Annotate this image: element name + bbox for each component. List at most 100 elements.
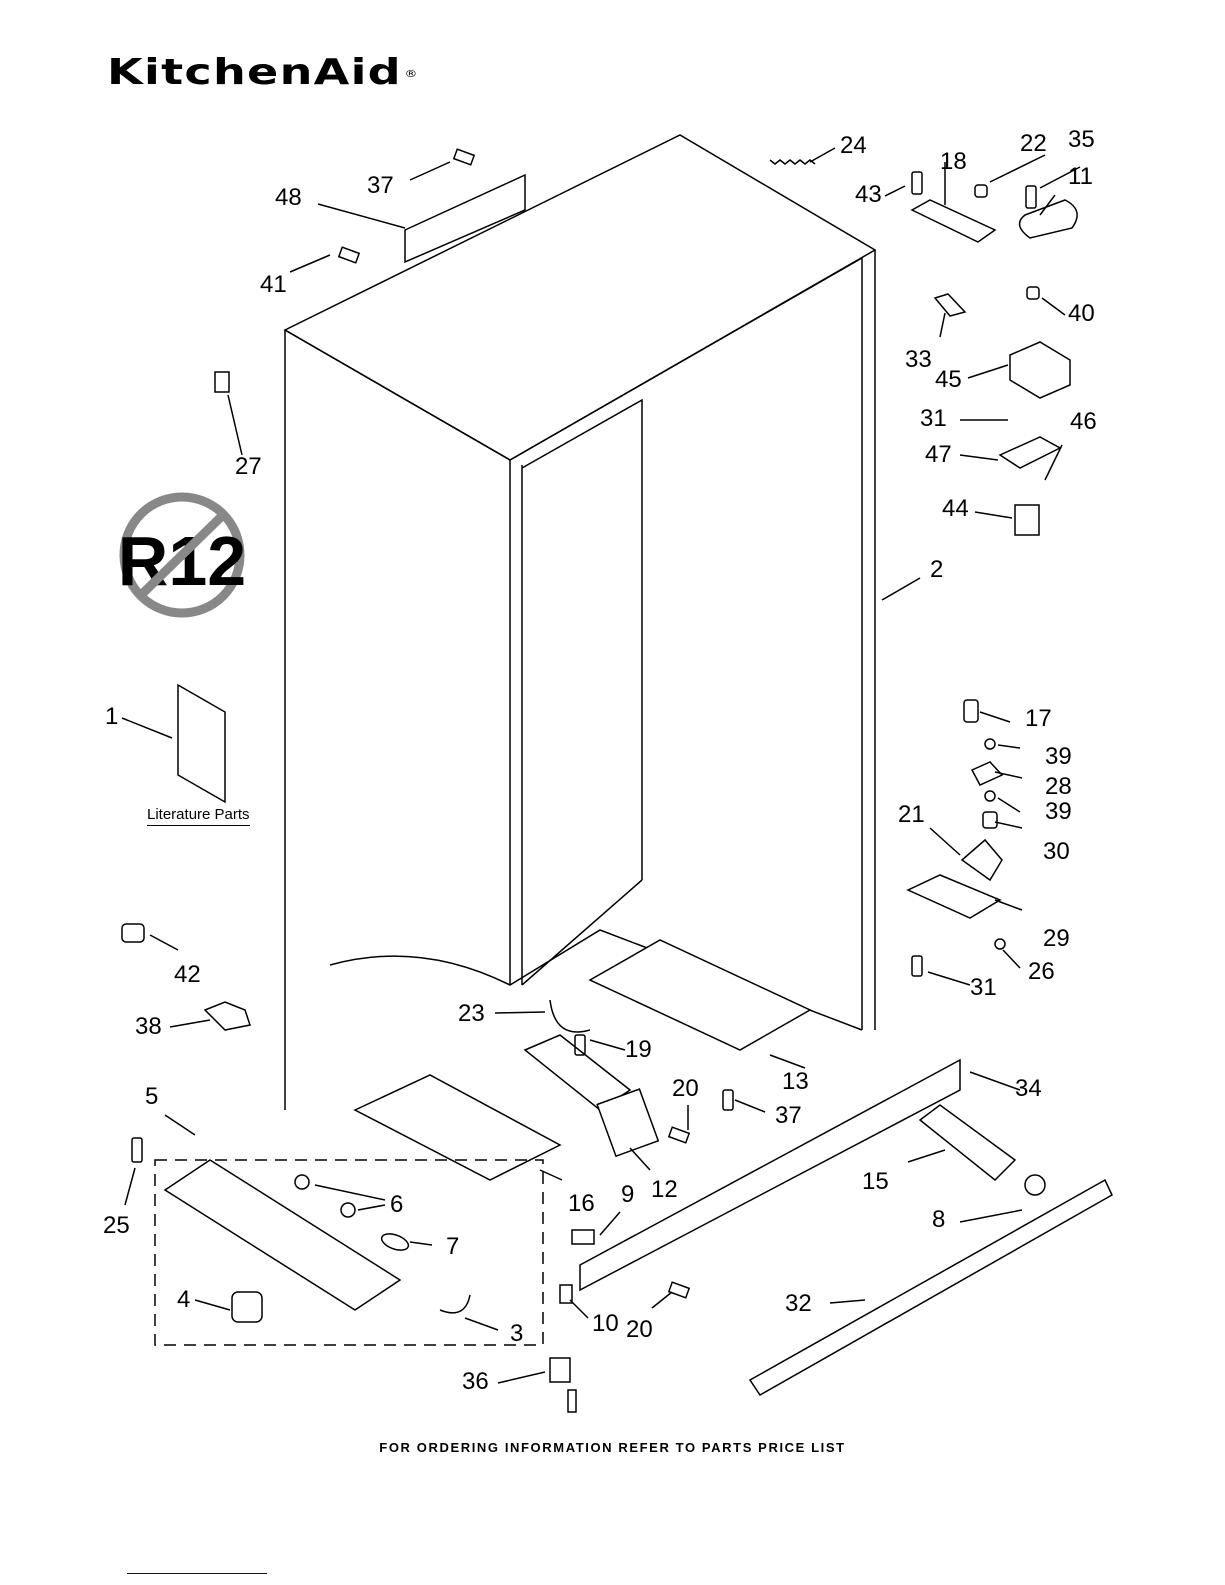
filter-part-15 <box>918 1104 1017 1182</box>
clip-part-27 <box>214 371 230 393</box>
callout-22: 22 <box>1020 130 1047 157</box>
cap-part-8 <box>1024 1174 1046 1196</box>
callout-41: 41 <box>260 271 287 298</box>
screw-part-25 <box>131 1137 143 1163</box>
bracket-part-47 <box>998 436 1062 469</box>
hinge-pin-part-17 <box>963 699 979 723</box>
housing-part-12 <box>523 1034 660 1158</box>
bushing-part-30 <box>982 811 998 829</box>
callout-31a: 31 <box>920 405 947 432</box>
switch-part-44 <box>1014 504 1040 536</box>
callout-46: 46 <box>1070 408 1097 435</box>
literature-parts-label: Literature Parts <box>147 806 250 826</box>
grille-part-34 <box>579 1058 961 1292</box>
callout-39b: 39 <box>1045 798 1072 825</box>
callout-4: 4 <box>177 1286 191 1313</box>
bracket-part-33 <box>933 293 967 317</box>
callout-13: 13 <box>782 1068 809 1095</box>
callout-37a: 37 <box>367 172 394 199</box>
clip-part-26 <box>994 938 1006 950</box>
leader-lines <box>121 147 1081 1384</box>
callout-25: 25 <box>103 1212 130 1239</box>
callout-32: 32 <box>785 1290 812 1317</box>
callout-20b: 20 <box>626 1316 653 1343</box>
relay-part-45 <box>1009 341 1071 399</box>
hinge-part-11 <box>1018 199 1078 239</box>
washer-part-39b <box>984 790 996 802</box>
grommet-part-6b <box>340 1202 356 1218</box>
callout-24: 24 <box>840 132 867 159</box>
screw-part-43 <box>911 171 923 195</box>
nut-part-42 <box>121 923 145 943</box>
callout-1: 1 <box>105 703 119 730</box>
callout-10: 10 <box>592 1310 619 1337</box>
kickplate-part-32 <box>748 1178 1113 1396</box>
grommet-part-6a <box>294 1174 310 1190</box>
ordering-info-footer: FOR ORDERING INFORMATION REFER TO PARTS … <box>379 1440 846 1455</box>
callout-21: 21 <box>898 801 925 828</box>
bushing-part-40 <box>1026 286 1040 300</box>
kitchenaid-logo: KitchenAid® <box>107 52 419 93</box>
callout-30: 30 <box>1043 838 1070 865</box>
callout-3: 3 <box>510 1320 524 1347</box>
screw-part-20b <box>667 1281 691 1299</box>
callout-34: 34 <box>1015 1075 1042 1102</box>
callout-18: 18 <box>940 148 967 175</box>
screw-part-37b <box>722 1089 734 1111</box>
no-r12-symbol: R12 <box>118 492 246 618</box>
callout-28: 28 <box>1045 773 1072 800</box>
gasket-part-7 <box>380 1233 410 1251</box>
callout-16: 16 <box>568 1190 595 1217</box>
literature-booklet-part-1 <box>177 683 226 804</box>
callout-15: 15 <box>862 1168 889 1195</box>
callout-27: 27 <box>235 453 262 480</box>
label-part-10 <box>559 1284 573 1304</box>
hinge-plate-part-18 <box>910 199 997 243</box>
callout-31b: 31 <box>970 974 997 1001</box>
assembly-outline-part-5 <box>154 1159 544 1346</box>
tray-part-13 <box>588 939 812 1051</box>
callout-17: 17 <box>1025 705 1052 732</box>
callout-33: 33 <box>905 346 932 373</box>
callout-44: 44 <box>942 495 969 522</box>
page-link[interactable] <box>127 1573 267 1574</box>
callout-5: 5 <box>145 1083 159 1110</box>
hinge-part-21 <box>960 838 1003 882</box>
callout-42: 42 <box>174 961 201 988</box>
callout-7: 7 <box>446 1233 460 1260</box>
callout-9: 9 <box>621 1181 635 1208</box>
callout-23: 23 <box>458 1000 485 1027</box>
screw-part-31b <box>911 955 923 977</box>
callout-20a: 20 <box>672 1075 699 1102</box>
cabinet-part-2 <box>283 134 877 1110</box>
callout-26: 26 <box>1028 958 1055 985</box>
screw-part-37 <box>452 148 476 166</box>
screw-part-41 <box>337 246 361 264</box>
bracket-part-36 <box>549 1357 577 1413</box>
callout-39a: 39 <box>1045 743 1072 770</box>
screw-part-35 <box>1025 185 1037 209</box>
bushing-part-22 <box>974 184 988 198</box>
callout-37b: 37 <box>775 1102 802 1129</box>
registered-mark: ® <box>404 68 419 80</box>
clip-part-23 <box>549 999 591 1033</box>
callout-43: 43 <box>855 181 882 208</box>
hinge-part-28 <box>970 761 1004 786</box>
brand-name: KitchenAid <box>107 52 402 93</box>
callout-6: 6 <box>390 1191 404 1218</box>
callout-38: 38 <box>135 1013 162 1040</box>
clip-part-3 <box>439 1294 471 1314</box>
callout-36: 36 <box>462 1368 489 1395</box>
bracket-part-38 <box>203 1001 251 1031</box>
wheel-part-4 <box>231 1291 263 1323</box>
washer-part-39a <box>984 738 996 750</box>
callout-19: 19 <box>625 1036 652 1063</box>
callout-8: 8 <box>932 1206 946 1233</box>
spring-part-24 <box>769 159 816 165</box>
callout-45: 45 <box>935 366 962 393</box>
drain-pan-part-16 <box>353 1074 562 1181</box>
callout-29: 29 <box>1043 925 1070 952</box>
hinge-bracket-part-29 <box>906 874 1002 919</box>
callout-2: 2 <box>930 556 944 583</box>
